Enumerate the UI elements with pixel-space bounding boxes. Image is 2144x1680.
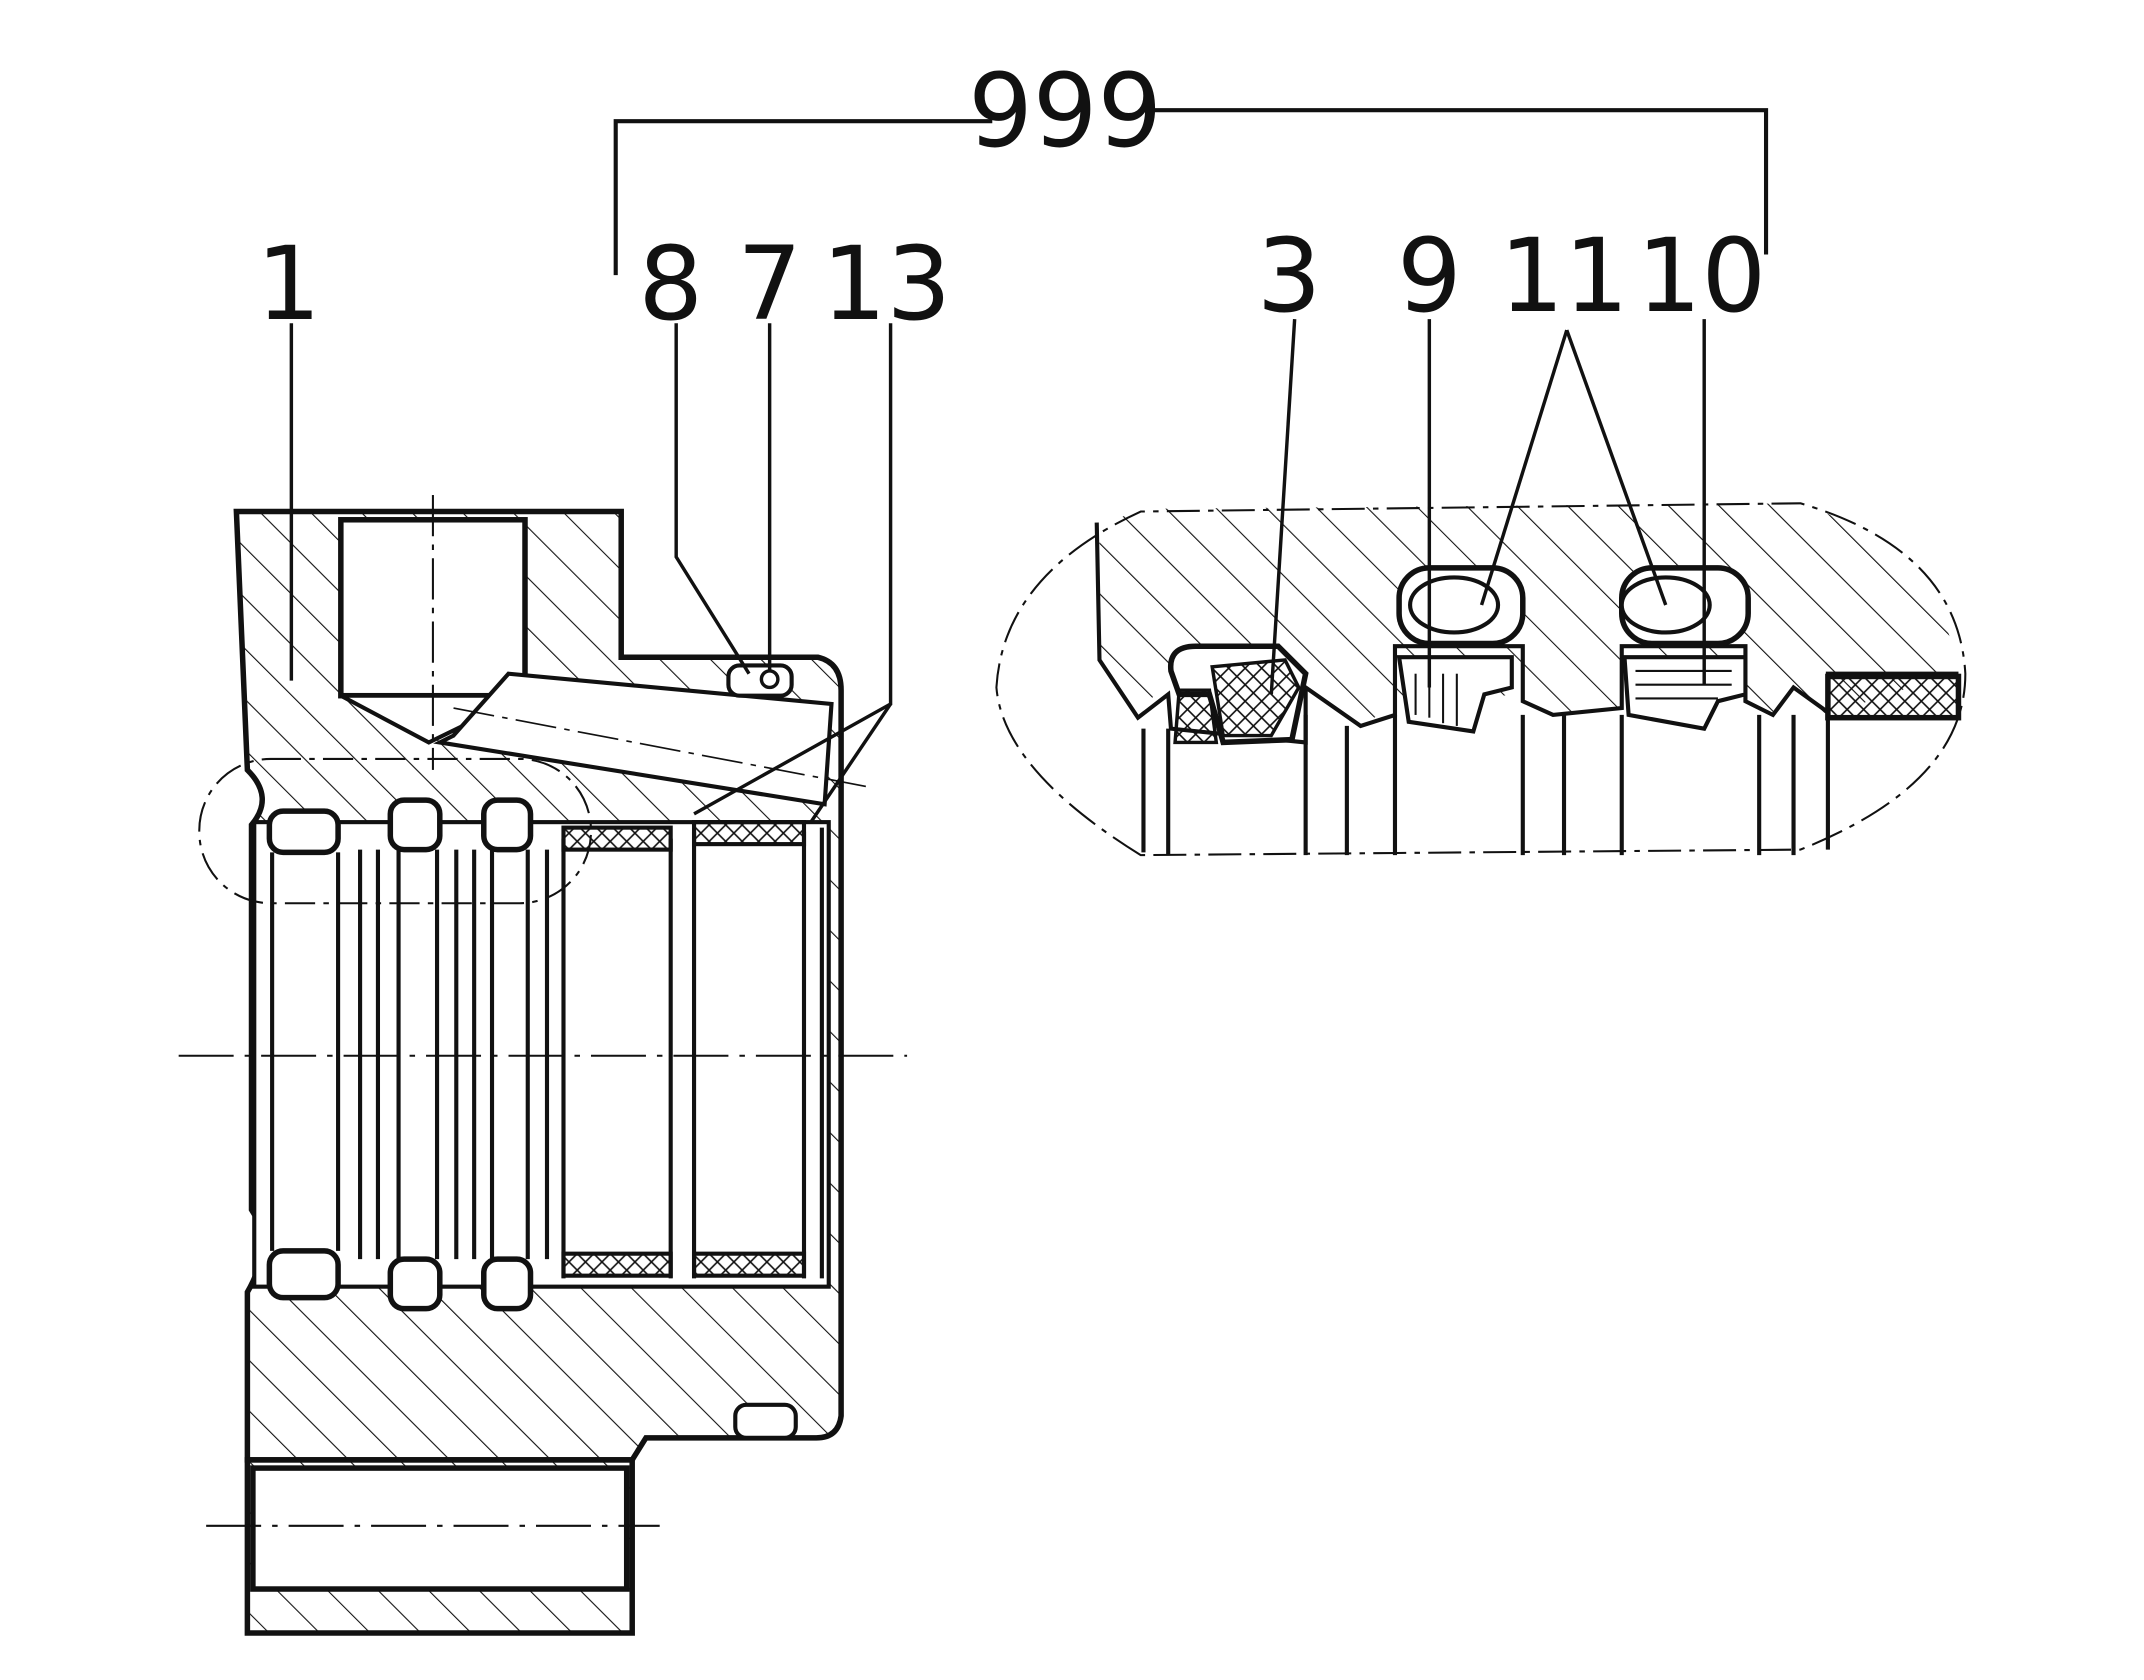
detail-bore-lines <box>1141 714 1830 856</box>
main-bore <box>252 820 831 1289</box>
seal-3 <box>1167 643 1309 746</box>
label-999: 999 <box>968 52 1162 170</box>
seal-grooves-top <box>266 797 534 856</box>
guide-bushings <box>561 820 807 1278</box>
bracket-999 <box>613 108 1769 276</box>
detail-circle <box>198 757 593 905</box>
small-seal-ring-top <box>759 669 780 690</box>
leader-lines <box>289 319 1706 824</box>
main-section-view <box>178 495 908 1636</box>
angled-passage <box>433 671 834 807</box>
label-10: 10 <box>1637 217 1766 335</box>
bore-lines <box>270 827 824 1279</box>
detail-bushing <box>1825 673 1962 721</box>
small-seal-bottom <box>733 1402 798 1440</box>
detail-view <box>995 502 1967 857</box>
passage-centerline <box>453 707 867 788</box>
label-9: 9 <box>1397 217 1462 335</box>
seal-grooves-bottom <box>266 1248 534 1312</box>
label-8: 8 <box>638 225 703 343</box>
bottom-port <box>250 1465 630 1592</box>
label-13: 13 <box>822 225 951 343</box>
label-1: 1 <box>256 225 321 343</box>
detail-body-edge <box>1094 522 1959 745</box>
label-3: 3 <box>1257 217 1322 335</box>
label-11: 11 <box>1499 217 1628 335</box>
label-7: 7 <box>737 225 802 343</box>
